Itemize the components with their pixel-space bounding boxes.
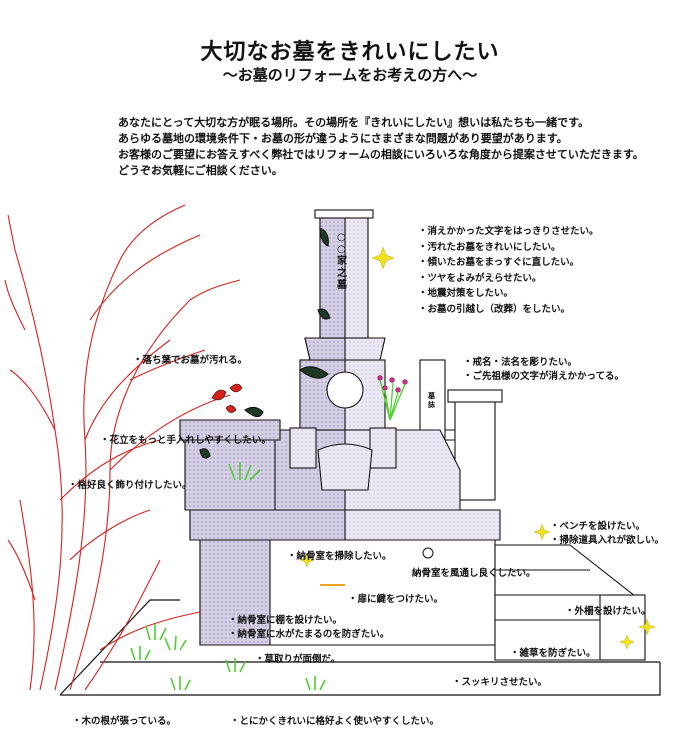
- label-tree-roots: 木の根が張っている。: [72, 713, 177, 727]
- intro-line: あなたにとって大切な方が眠る場所。その場所を『きれいにしたい』想いは私たちも一緒…: [118, 116, 590, 129]
- flower-vases: [289, 427, 397, 491]
- list-item: ツヤをよみがえらせたい。: [418, 271, 599, 287]
- label-fallen-leaves: 落ち葉でお墓が汚れる。: [133, 352, 248, 366]
- label-ossuary-clean: 納骨室を掃除したい。: [287, 548, 392, 562]
- page-title: 大切なお墓をきれいにしたい: [200, 40, 500, 65]
- list-item: 消えかかった文字をはっきりさせたい。: [418, 224, 599, 240]
- label-ossuary-water: 納骨室に水がたまるのを防ぎたい。: [228, 626, 390, 640]
- side-stone-text: 墓誌: [428, 392, 435, 409]
- label-tool-storage: 掃除道具入れが欲しい。: [550, 532, 665, 546]
- label-flower-stand: 花立をもっと手入れしやすくしたい。: [100, 432, 271, 446]
- ground-outline: [59, 599, 661, 696]
- tombstone-pedestal: [299, 359, 386, 431]
- intro-line: どうぞお気軽にご相談ください。: [118, 164, 283, 177]
- intro-line: お客様のご要望にお答えすべく弊社ではリフォームの相談にいろいろな角度から提案させ…: [118, 148, 644, 161]
- vent-icon: [422, 547, 434, 559]
- label-outer-fence: 外柵を設けたい。: [565, 603, 651, 617]
- label-overall: とにかくきれいに格好よく使いやすくしたい。: [230, 713, 440, 727]
- tombstone-cap: [304, 337, 386, 361]
- intro-line: あらゆる墓地の環境条件下・お墓の形が違うようにさまざまな問題があり要望があります…: [118, 132, 568, 145]
- intro-text: あなたにとって大切な方が眠る場所。その場所を『きれいにしたい』想いは私たちも一緒…: [118, 115, 678, 179]
- flower-stems: [379, 379, 406, 421]
- label-ossuary-vent: 納骨室を風通し良くしたい。: [412, 568, 536, 579]
- page-subtitle: ～お墓のリフォームをお考えの方へ～: [222, 66, 478, 84]
- right-fence: [420, 389, 503, 501]
- fallen-leaves: [211, 383, 243, 413]
- label-weeding: 草取りが面倒だ。: [255, 651, 341, 665]
- label-ancestor-text: ご先祖様の文字が消えかかってる。: [463, 368, 625, 382]
- tree: [4, 204, 241, 691]
- label-bench: ベンチを設けたい。: [550, 518, 646, 532]
- list-item: 傾いたお墓をまっすぐに直したい。: [418, 255, 599, 271]
- list-item: お墓の引越し（改葬）をしたい。: [418, 302, 599, 318]
- flowers: [377, 375, 408, 393]
- list-item: 汚れたお墓をきれいにしたい。: [418, 240, 599, 256]
- tombstone-engraving: ○○家之墓: [337, 232, 347, 291]
- label-door-lock: 扉に鍵をつけたい。: [348, 591, 444, 605]
- tombstone-pillar: [314, 209, 374, 339]
- label-kaimyo-engrave: 戒名・法名を彫りたい。: [463, 354, 578, 368]
- request-list: 消えかかった文字をはっきりさせたい。 汚れたお墓をきれいにしたい。 傾いたお墓を…: [418, 224, 599, 317]
- label-ossuary-shelf: 納骨室に棚を設けたい。: [228, 612, 343, 626]
- label-weeds: 雑草を防ぎたい。: [510, 645, 596, 659]
- list-item: 地震対策をしたい。: [418, 286, 599, 302]
- left-wall: [179, 406, 281, 511]
- grass: [130, 462, 326, 691]
- label-decorate: 格好良く飾り付けしたい。: [68, 477, 192, 491]
- label-tidy: スッキリさせたい。: [452, 674, 548, 688]
